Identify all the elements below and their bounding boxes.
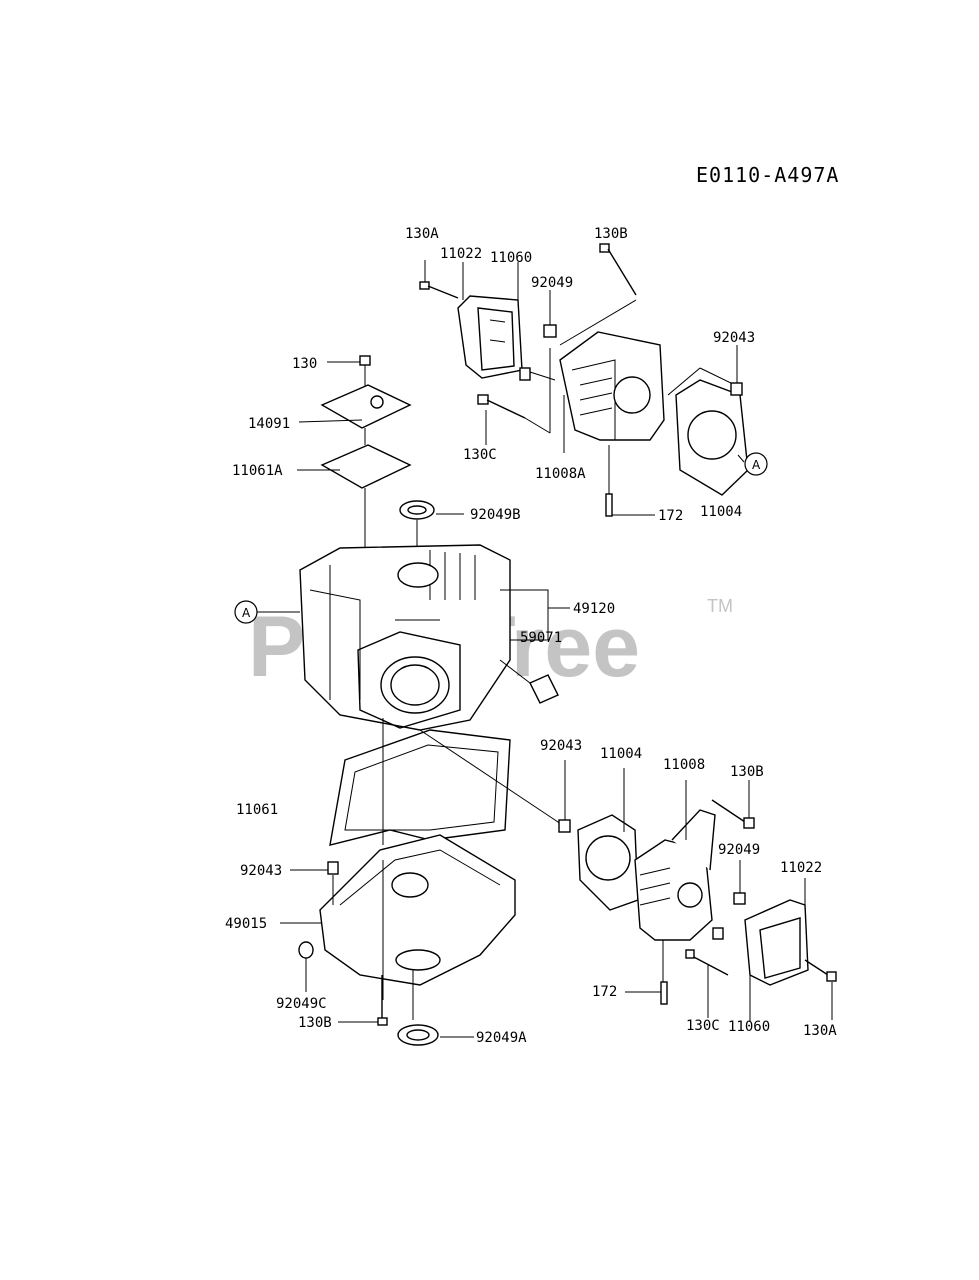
watermark-trademark: TM [707,596,733,616]
label-92049a: 92049A [476,1030,527,1046]
bolt-130c-low[interactable] [685,949,729,1018]
callout-a-top: A [737,452,768,476]
label-92049-top: 92049 [531,275,573,291]
label-14091: 14091 [248,416,290,432]
bolt-130b-top[interactable] [559,243,637,346]
label-11022-top: 11022 [440,246,482,262]
label-49015: 49015 [225,916,267,932]
label-130a-low: 130A [803,1023,837,1039]
label-11004-mid: 11004 [600,746,642,762]
crankcase-cover-49015[interactable] [319,834,516,1020]
bolt-130-breather[interactable] [327,355,371,390]
cylinder-head-11008[interactable] [634,780,716,941]
label-59071: 59071 [520,630,562,646]
label-92049c: 92049C [276,996,327,1012]
label-92043-top: 92043 [713,330,755,346]
stud-172-low[interactable] [625,940,668,1005]
stud-172-top[interactable] [563,395,655,517]
nut-lower[interactable] [712,927,724,940]
label-92049b: 92049B [470,507,521,523]
label-11022-mid: 11022 [780,860,822,876]
valve-part-59071[interactable] [499,659,559,704]
head-cover-top[interactable] [457,262,523,379]
head-cover-11022-mid[interactable] [744,878,809,986]
label-11008a: 11008A [535,466,586,482]
label-92043-mid: 92043 [540,738,582,754]
label-172-low: 172 [592,984,617,1000]
dowel-92043-mid[interactable] [558,760,571,833]
nut-92049-top[interactable] [543,290,557,338]
bolt-130a-top[interactable] [419,260,459,299]
label-11060-top: 11060 [490,250,532,266]
label-11004-top: 11004 [700,504,742,520]
label-92049-mid: 92049 [718,842,760,858]
nut-92049-mid[interactable] [733,860,746,905]
label-130b-mid: 130B [730,764,764,780]
head-gasket-11004-top[interactable] [667,367,749,496]
callout-a-left: A [234,600,300,624]
label-130a-top: 130A [405,226,439,242]
bolt-130b-low[interactable] [338,975,388,1026]
breather-cover-14091[interactable] [298,384,412,429]
label-130b-low: 130B [298,1015,332,1031]
bolt-130a-low[interactable] [804,959,837,1020]
label-49120: 49120 [573,601,615,617]
dowel-92043-low[interactable] [290,861,339,905]
bolt-130c-top[interactable] [477,348,551,445]
label-11061: 11061 [236,802,278,818]
svg-text:A: A [242,606,251,620]
label-130b-top: 130B [594,226,628,242]
oil-seal-92049c[interactable] [298,941,314,992]
label-130c-top: 130C [463,447,497,463]
label-130c-low: 130C [686,1018,720,1034]
head-gasket-11004-mid[interactable] [577,768,639,911]
diagram-code: E0110-A497A [696,163,840,187]
cylinder-head-11008a[interactable] [519,331,665,441]
label-11060-low: 11060 [728,1019,770,1035]
label-11008: 11008 [663,757,705,773]
crankcase-49120[interactable] [299,544,570,731]
bolt-130b-mid[interactable] [711,780,755,829]
dowel-92043-top[interactable] [730,345,743,396]
svg-text:A: A [752,458,761,472]
crankcase-gasket-11061[interactable] [329,718,571,846]
oil-seal-92049a[interactable] [397,1024,474,1046]
label-130-top: 130 [292,356,317,372]
label-172-top: 172 [658,508,683,524]
label-92043-low: 92043 [240,863,282,879]
label-11061a: 11061A [232,463,283,479]
